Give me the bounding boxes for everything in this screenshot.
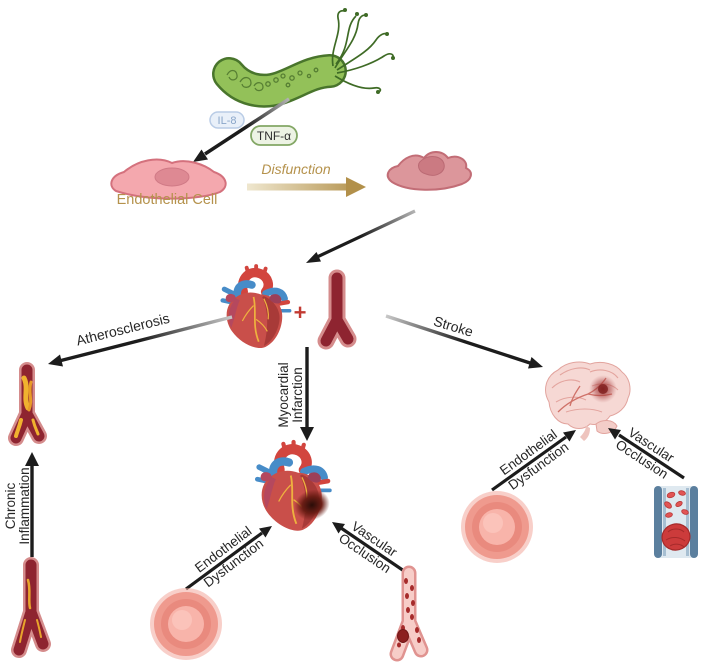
clot-icon xyxy=(397,629,409,643)
infarct-region xyxy=(294,489,330,521)
arrow-atherosclerosis xyxy=(48,315,233,367)
arrow-chronic-inflammation xyxy=(25,452,39,557)
disfunction-arrow xyxy=(247,177,366,197)
arrow-endothelial-dysfunction-right xyxy=(491,430,576,492)
atherosclerotic-vessel-icon xyxy=(8,362,47,446)
il8-label: IL-8 xyxy=(218,115,237,127)
il8-badge: IL-8 xyxy=(209,111,245,129)
arrow-stroke xyxy=(385,314,543,369)
disfunction-label: Disfunction xyxy=(261,161,330,177)
svg-text:Inflammation: Inflammation xyxy=(17,467,32,544)
svg-text:Myocardial: Myocardial xyxy=(276,362,291,427)
thrombus-vessel-icon xyxy=(654,486,698,558)
flagella-icon xyxy=(331,9,394,93)
arrow-cell-to-heart xyxy=(306,209,416,263)
red-blood-cells-icon xyxy=(664,490,689,518)
endothelial-cell-icon xyxy=(110,158,227,200)
thrombus-clot-icon xyxy=(661,523,691,551)
arrow-myocardial-infarction xyxy=(300,347,314,441)
round-endothelial-cell-icon xyxy=(150,588,222,660)
arrow-endothelial-dysfunction-center xyxy=(185,526,272,591)
inflamed-vessel-icon xyxy=(11,557,51,658)
arrow-vascular-occlusion-center xyxy=(332,522,408,575)
artery-icon xyxy=(317,269,357,350)
infarcted-heart-icon xyxy=(257,442,334,531)
endothelial-cell-label: Endothelial Cell xyxy=(117,192,218,208)
stroke-label: Stroke xyxy=(432,313,476,340)
svg-text:Infarction: Infarction xyxy=(290,367,305,423)
chronic-inflammation-label: Chronic Inflammation xyxy=(3,467,32,544)
heart-icon xyxy=(223,266,290,348)
tnf-alpha-label: TNF-α xyxy=(257,129,291,143)
h-pylori-bacterium-icon xyxy=(212,8,395,108)
speckled-occluded-vessel-icon xyxy=(389,565,429,662)
plus-sign: + xyxy=(294,300,307,325)
svg-text:Chronic: Chronic xyxy=(3,482,18,529)
arrow-vascular-occlusion-right xyxy=(608,428,685,480)
round-endothelial-cell-icon xyxy=(461,491,533,563)
dysfunctional-endothelial-cell-icon xyxy=(386,151,472,191)
brain-stroke-icon xyxy=(545,361,631,441)
atherosclerosis-label: Atherosclerosis xyxy=(74,310,171,349)
tnf-alpha-badge: TNF-α xyxy=(250,125,298,146)
myocardial-infarction-label: Myocardial Infarction xyxy=(276,362,305,427)
arrow-bacterium-to-cell xyxy=(193,97,290,162)
